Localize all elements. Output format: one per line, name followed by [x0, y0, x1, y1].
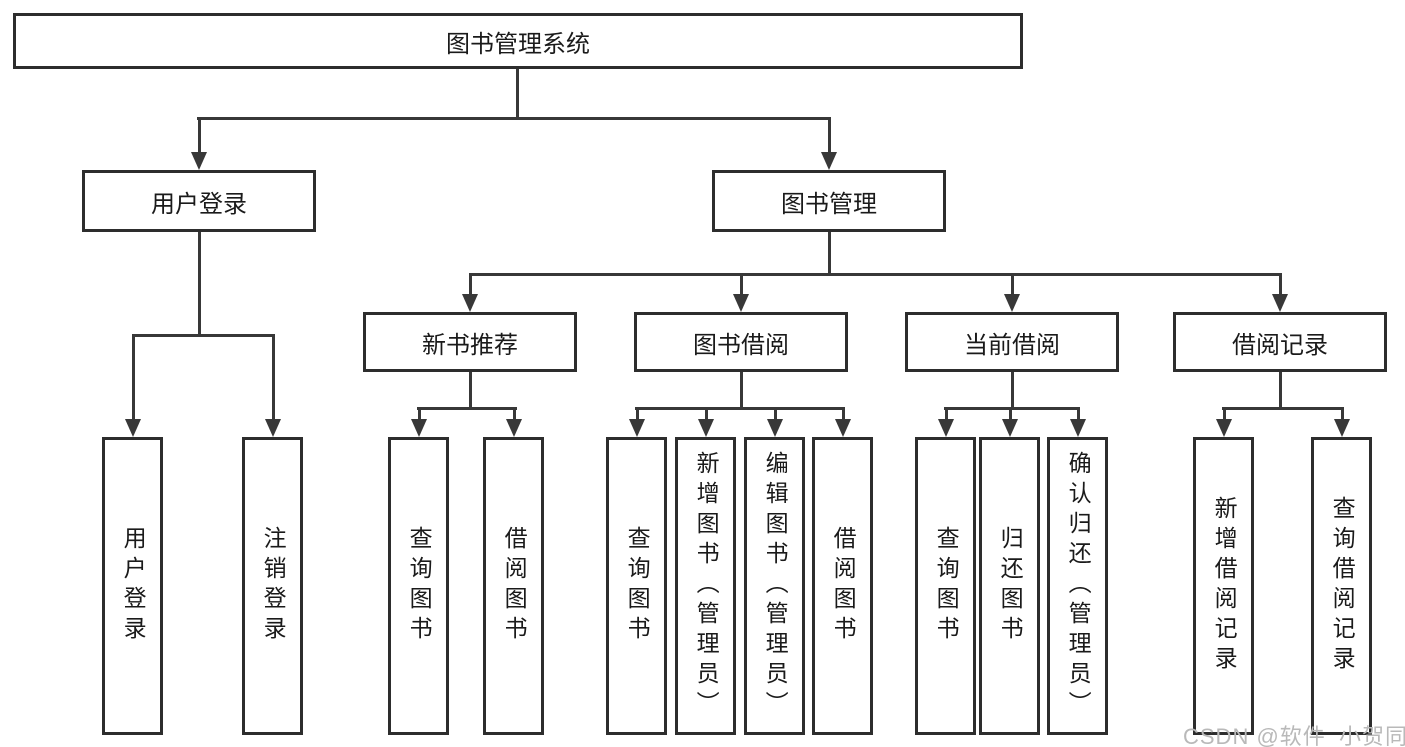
leaf-label: 新增图书（管理员）	[693, 451, 720, 721]
connector-user-login-rail	[132, 334, 275, 337]
connector-drop-user-login	[198, 117, 201, 154]
leaf-add-borrow-record: 新增借阅记录	[1193, 437, 1254, 735]
connector-borrow-records-stub	[1279, 372, 1282, 409]
node-book-borrowing: 图书借阅	[634, 312, 848, 372]
leaf-label: 查询图书	[933, 526, 960, 646]
connector-drop	[418, 407, 421, 421]
leaf-borrow-books: 借阅图书	[812, 437, 873, 735]
leaf-query-borrow-record: 查询借阅记录	[1311, 437, 1372, 735]
leaf-label: 注销登录	[260, 526, 287, 646]
connector-drop-borrow-records	[1279, 273, 1282, 296]
leaf-label: 归还图书	[997, 526, 1024, 646]
connector-drop	[513, 407, 516, 421]
leaf-label: 编辑图书（管理员）	[762, 451, 789, 721]
node-label: 新书推荐	[422, 331, 518, 359]
node-label: 图书借阅	[693, 331, 789, 359]
leaf-label: 确认归还（管理员）	[1065, 451, 1092, 721]
connector-book-borrow-rail	[635, 407, 845, 410]
arrowhead-down-icon	[1216, 419, 1232, 437]
connector-root-stub	[516, 69, 519, 119]
arrowhead-down-icon	[1002, 419, 1018, 437]
arrowhead-down-icon	[411, 419, 427, 437]
connector-current-borrow-stub	[1011, 372, 1014, 409]
leaf-label: 查询图书	[624, 526, 651, 646]
connector-level3-rail	[469, 273, 1282, 276]
connector-level2-rail	[197, 117, 831, 120]
node-label: 图书管理系统	[446, 30, 590, 58]
connector-drop	[945, 407, 948, 421]
connector-drop-current-borrow	[1011, 273, 1014, 296]
leaf-logout: 注销登录	[242, 437, 303, 735]
leaf-label: 借阅图书	[830, 526, 857, 646]
leaf-query-books-recommend: 查询图书	[388, 437, 449, 735]
node-library-management-system: 图书管理系统	[13, 13, 1023, 69]
node-borrowing-records: 借阅记录	[1173, 312, 1387, 372]
connector-drop	[1341, 407, 1344, 421]
leaf-borrow-books-recommend: 借阅图书	[483, 437, 544, 735]
arrowhead-down-icon	[506, 419, 522, 437]
csdn-watermark: CSDN @软件_小贺同学	[1183, 724, 1405, 747]
connector-book-mgmt-stub	[828, 232, 831, 276]
arrowhead-down-icon	[265, 419, 281, 437]
arrowhead-down-icon	[767, 419, 783, 437]
leaf-label: 查询借阅记录	[1329, 496, 1356, 676]
leaf-return-books: 归还图书	[979, 437, 1040, 735]
arrowhead-down-icon	[629, 419, 645, 437]
leaf-query-books-current: 查询图书	[915, 437, 976, 735]
connector-drop-new-books	[469, 273, 472, 296]
node-current-borrowing: 当前借阅	[905, 312, 1119, 372]
leaf-label: 新增借阅记录	[1211, 496, 1238, 676]
connector-drop	[1009, 407, 1012, 421]
arrowhead-down-icon	[1334, 419, 1350, 437]
node-label: 图书管理	[781, 190, 877, 218]
connector-book-borrow-stub	[740, 372, 743, 409]
connector-drop	[842, 407, 845, 421]
arrowhead-down-icon	[733, 294, 749, 312]
arrowhead-down-icon	[191, 152, 207, 170]
node-user-login: 用户登录	[82, 170, 316, 232]
arrowhead-down-icon	[938, 419, 954, 437]
leaf-user-login: 用户登录	[102, 437, 163, 735]
arrowhead-down-icon	[462, 294, 478, 312]
leaf-add-books-admin: 新增图书（管理员）	[675, 437, 736, 735]
arrowhead-down-icon	[1070, 419, 1086, 437]
connector-drop-leaf-logout	[272, 334, 275, 420]
connector-current-borrow-rail	[944, 407, 1080, 410]
connector-drop	[1223, 407, 1226, 421]
leaf-edit-books-admin: 编辑图书（管理员）	[744, 437, 805, 735]
connector-drop-book-mgmt	[828, 117, 831, 154]
node-label: 借阅记录	[1232, 331, 1328, 359]
connector-drop-leaf-login	[132, 334, 135, 420]
connector-drop-book-borrow	[740, 273, 743, 296]
node-new-book-recommend: 新书推荐	[363, 312, 577, 372]
leaf-confirm-return-admin: 确认归还（管理员）	[1047, 437, 1108, 735]
node-label: 用户登录	[151, 190, 247, 218]
arrowhead-down-icon	[1004, 294, 1020, 312]
leaf-label: 查询图书	[406, 526, 433, 646]
arrowhead-down-icon	[821, 152, 837, 170]
connector-new-books-rail	[417, 407, 517, 410]
connector-user-login-stub	[198, 232, 201, 336]
arrowhead-down-icon	[835, 419, 851, 437]
node-book-management: 图书管理	[712, 170, 946, 232]
arrowhead-down-icon	[1272, 294, 1288, 312]
connector-new-books-stub	[469, 372, 472, 409]
connector-borrow-records-rail	[1222, 407, 1344, 410]
connector-drop	[636, 407, 639, 421]
connector-drop	[705, 407, 708, 421]
leaf-query-books-borrowing: 查询图书	[606, 437, 667, 735]
leaf-label: 用户登录	[120, 526, 147, 646]
arrowhead-down-icon	[698, 419, 714, 437]
arrowhead-down-icon	[125, 419, 141, 437]
connector-drop	[1077, 407, 1080, 421]
connector-drop	[774, 407, 777, 421]
node-label: 当前借阅	[964, 331, 1060, 359]
leaf-label: 借阅图书	[501, 526, 528, 646]
